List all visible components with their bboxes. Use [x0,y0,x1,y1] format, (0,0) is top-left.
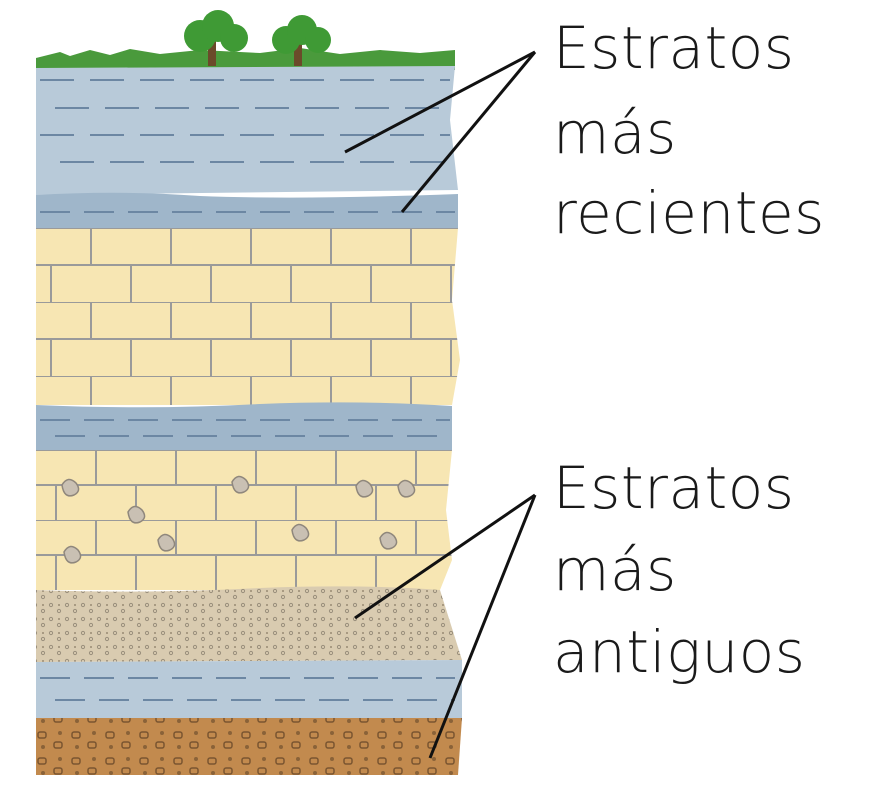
fossil-icon [379,531,398,550]
stratum-fossil-limestone [36,450,452,590]
fossil-icon [231,475,250,494]
pointer-lines-upper [344,50,537,213]
label-upper-line-3: recientes [553,179,825,247]
pointer-lines-lower [354,493,537,759]
stratum-shale-lower [36,660,462,718]
grass-strip [36,48,455,70]
stratum-shale-band-2 [36,402,452,450]
pointer-lower-1 [354,493,536,620]
pointer-lower-2 [428,494,537,759]
fossil-icon [127,505,146,524]
fossil-icon [157,533,176,552]
pointer-upper-1 [344,50,536,154]
label-lower: Estratos más antiguos [553,454,813,686]
stratum-limestone-upper [36,228,460,405]
ground-surface [36,48,455,70]
stratum-shale-top [36,66,458,195]
fossil-icon [397,479,416,498]
tree-left [184,10,248,66]
label-upper: Estratos más recientes [553,14,825,247]
label-lower-line-3: antiguos [553,618,805,686]
fossil-icon [63,545,82,564]
label-upper-line-2: más [553,99,677,167]
fossil-icon [291,523,310,542]
stratum-conglomerate [36,718,462,775]
fossil-icon [355,479,374,498]
fossil-icon [61,478,80,497]
label-lower-line-1: Estratos [553,454,794,522]
label-lower-line-2: más [553,536,677,604]
stratum-shale-band-1 [36,192,458,228]
pointer-upper-2 [400,51,537,213]
tree-right [272,15,331,66]
stratum-sandstone [36,586,462,662]
label-upper-line-1: Estratos [553,14,794,82]
